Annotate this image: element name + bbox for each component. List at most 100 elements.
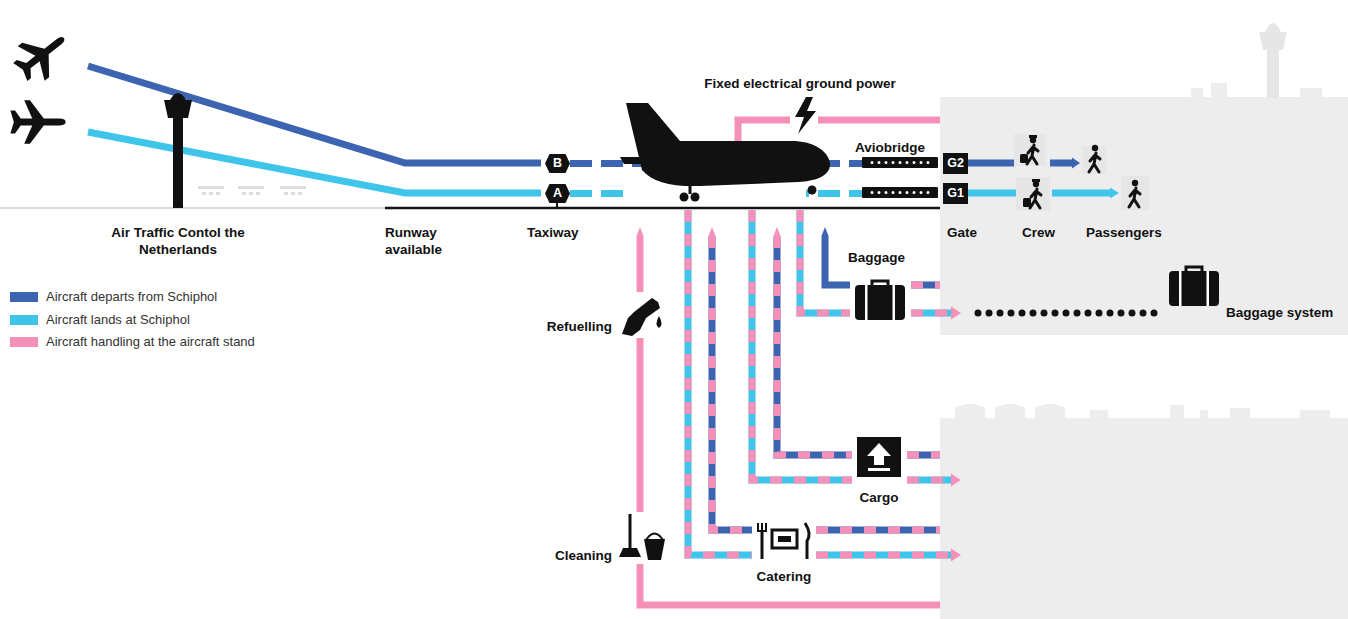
- legend-swatch: [10, 315, 38, 325]
- baggage-system-label: Baggage system: [1226, 304, 1333, 321]
- runway-label: Runway available: [385, 224, 460, 258]
- departure-line: [966, 160, 1014, 167]
- cargo-label: Cargo: [859, 489, 898, 506]
- mop-head: [619, 548, 641, 557]
- landing-line: [752, 210, 852, 480]
- handling-stripe: [816, 552, 951, 559]
- node-text-group: G1: [947, 186, 964, 200]
- light: [249, 192, 253, 195]
- tower-dome: [170, 93, 186, 100]
- aircraft-wheel: [691, 193, 700, 202]
- handling-stripe: [800, 210, 850, 313]
- baggage-system-icon: [1169, 267, 1219, 306]
- ground-line: [0, 207, 386, 209]
- legend-swatch: [10, 292, 38, 302]
- baggage-system-dots: [978, 310, 1165, 317]
- node-text: A: [553, 186, 562, 200]
- handling-stripe: [907, 477, 951, 484]
- landing-line: [966, 190, 1018, 197]
- landing-line: [1052, 190, 1110, 197]
- bucket-handle: [646, 534, 663, 541]
- roof-detail: [1230, 408, 1250, 420]
- aircraft-wheel: [680, 193, 689, 202]
- departure-line: [816, 527, 940, 534]
- landing-line: [88, 132, 541, 193]
- landing-line: [800, 210, 850, 313]
- light: [209, 192, 213, 195]
- fuel-drop: [657, 316, 662, 328]
- arrowhead: [637, 227, 644, 236]
- roof-arch: [955, 404, 985, 418]
- crew-icon: [1023, 179, 1041, 208]
- mop-stick: [629, 514, 632, 549]
- cargo-building: [940, 404, 1348, 619]
- bucket: [644, 539, 665, 560]
- node-text-group: B: [553, 156, 562, 170]
- arrowhead: [1072, 158, 1080, 169]
- passenger-icon: [1089, 145, 1100, 172]
- aircraft-silhouette: [626, 103, 830, 186]
- roof-detail: [1090, 410, 1108, 420]
- handling-stripe: [907, 452, 940, 459]
- light: [256, 192, 260, 195]
- departure-line: [907, 452, 940, 459]
- arrowhead: [774, 227, 781, 236]
- roof-detail: [1211, 83, 1227, 98]
- aviobridge: [862, 187, 938, 198]
- lightning-icon: [795, 97, 816, 134]
- catering-icon: [758, 523, 809, 559]
- aviobridge-windows: [872, 191, 931, 194]
- sign-shape: [545, 184, 570, 203]
- departure-line: [825, 236, 850, 285]
- cargo-icon: [857, 437, 901, 477]
- node-text: G1: [947, 186, 964, 200]
- cargo-block: [940, 418, 1348, 619]
- legend-item: Aircraft handling at the aircraft stand: [10, 334, 255, 350]
- light-bar: [238, 186, 264, 189]
- control-tower-dome: [1265, 23, 1281, 32]
- roof-detail: [1300, 88, 1322, 98]
- legend-text: Aircraft departs from Schiphol: [46, 289, 217, 305]
- crew-label: Crew: [1022, 224, 1055, 241]
- aircraft-stabiliser: [620, 157, 664, 164]
- aircraft-shadow-mask: [626, 187, 806, 197]
- runway-lights: [198, 186, 306, 195]
- icon-ground: [615, 512, 669, 564]
- roof-detail: [1191, 88, 1203, 98]
- handling-stripe: [911, 310, 951, 317]
- plate: [772, 530, 797, 548]
- arrowhead: [951, 307, 961, 320]
- handling-stripe: [688, 210, 752, 555]
- legend-text: Aircraft lands at Schiphol: [46, 312, 190, 328]
- baggage-icon: [855, 281, 905, 320]
- control-tower-cab: [1259, 32, 1287, 50]
- control-tower-shaft: [1267, 50, 1279, 98]
- taxiway-sign: A: [545, 184, 570, 203]
- ground-power-line: [738, 120, 790, 141]
- taxiway-label: Taxiway: [527, 224, 579, 241]
- pictogram-ground: [1016, 177, 1050, 211]
- light: [291, 192, 295, 195]
- aviobridge: [862, 157, 938, 168]
- fork: [761, 531, 764, 559]
- pictogram-ground: [1121, 176, 1149, 210]
- crew-icon: [1020, 135, 1038, 164]
- baggage-label: Baggage: [848, 249, 905, 266]
- arrowhead: [1110, 188, 1119, 199]
- handling-stripe: [712, 236, 752, 530]
- gate-box: G1: [943, 183, 968, 204]
- catering-label: Catering: [757, 568, 812, 585]
- atc-tower: [164, 93, 192, 208]
- departure-line: [777, 236, 852, 455]
- handling-stripe: [911, 282, 940, 289]
- legend-item: Aircraft departs from Schiphol: [10, 289, 217, 305]
- nose-wheel: [808, 186, 817, 195]
- arrowhead: [951, 474, 961, 487]
- runway-line: [385, 207, 940, 210]
- tower-shaft: [173, 117, 183, 208]
- light: [298, 192, 302, 195]
- roof-detail: [1170, 405, 1184, 420]
- handling-stripe: [816, 527, 940, 534]
